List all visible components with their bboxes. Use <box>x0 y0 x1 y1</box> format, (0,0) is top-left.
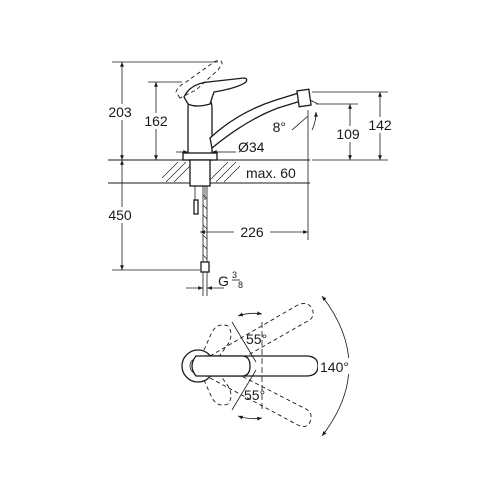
lever-ghost-lower <box>203 371 232 406</box>
lever-ghost-upper <box>203 324 232 359</box>
dim-spout-angle-label: 8° <box>273 119 286 135</box>
dim-162-label: 162 <box>144 113 168 129</box>
dim-203: 203 <box>104 62 136 160</box>
arc-swing-lower <box>237 415 263 421</box>
arc-swing-upper <box>237 311 263 317</box>
dim-spout-angle: 8° <box>273 111 318 135</box>
dim-deck-thickness-label: max. 60 <box>246 165 296 181</box>
hose-nut <box>200 261 210 273</box>
dim-109: 109 <box>332 104 366 160</box>
dim-diameter-label: Ø34 <box>238 139 265 155</box>
swing-lower-label: 55° <box>244 387 265 403</box>
swing-upper-label: 55° <box>246 331 267 347</box>
dim-109-label: 109 <box>336 126 360 142</box>
dim-226-label: 226 <box>240 224 264 240</box>
extension-lines <box>112 61 388 271</box>
lever-handle <box>183 77 248 107</box>
dim-142-label: 142 <box>368 117 392 133</box>
lever-top <box>191 355 251 377</box>
underside-fittings <box>189 159 211 296</box>
dim-deck-thickness: max. 60 <box>246 165 296 181</box>
dim-thread: G 3 8 <box>186 270 243 290</box>
dim-142: 142 <box>363 92 397 160</box>
dim-thread-letter: G <box>218 273 229 289</box>
dim-450: 450 <box>104 160 138 270</box>
spout <box>209 88 319 150</box>
dim-thread-num: 3 <box>232 270 237 280</box>
spout-ghost-lower <box>209 365 312 427</box>
hose-braid <box>202 194 208 260</box>
top-view: 55° 55° 140° <box>181 295 358 437</box>
dim-diameter: Ø34 <box>176 139 265 155</box>
side-view: 203 162 142 109 8° <box>104 59 397 296</box>
spout-swivel-label: 140° <box>320 359 349 375</box>
dim-226: 226 <box>200 224 308 240</box>
dim-162: 162 <box>140 82 172 160</box>
dim-thread-den: 8 <box>238 280 243 290</box>
dim-450-label: 450 <box>108 207 132 223</box>
dim-203-label: 203 <box>108 104 132 120</box>
